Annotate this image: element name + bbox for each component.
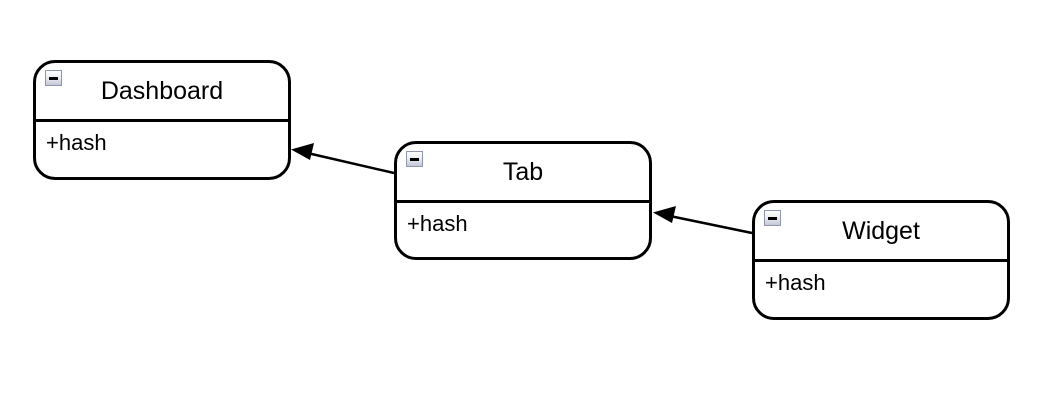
class-box-tab[interactable]: Tab +hash xyxy=(394,141,652,260)
minus-icon[interactable] xyxy=(406,151,423,167)
class-attribute-dashboard: +hash xyxy=(46,130,107,155)
class-body-widget: +hash xyxy=(755,262,1007,317)
class-title-tab: Tab xyxy=(502,157,544,186)
class-attribute-widget: +hash xyxy=(765,270,826,295)
class-box-widget[interactable]: Widget +hash xyxy=(752,200,1010,320)
class-attribute-tab: +hash xyxy=(407,211,468,236)
minus-icon[interactable] xyxy=(45,70,62,86)
edge-widget-to-tab[interactable] xyxy=(653,206,753,235)
class-body-tab: +hash xyxy=(397,203,649,257)
class-body-dashboard: +hash xyxy=(36,122,288,177)
edge-tab-to-dashboard[interactable] xyxy=(291,143,395,175)
minus-icon-bar xyxy=(768,216,777,220)
minus-icon[interactable] xyxy=(764,210,781,226)
class-title-widget: Widget xyxy=(842,216,920,245)
class-header-dashboard: Dashboard xyxy=(36,63,288,122)
class-box-dashboard[interactable]: Dashboard +hash xyxy=(33,60,291,180)
minus-icon-bar xyxy=(49,76,58,80)
minus-icon-bar xyxy=(410,157,419,161)
class-header-tab: Tab xyxy=(397,144,649,203)
class-title-dashboard: Dashboard xyxy=(100,76,224,105)
class-header-widget: Widget xyxy=(755,203,1007,262)
